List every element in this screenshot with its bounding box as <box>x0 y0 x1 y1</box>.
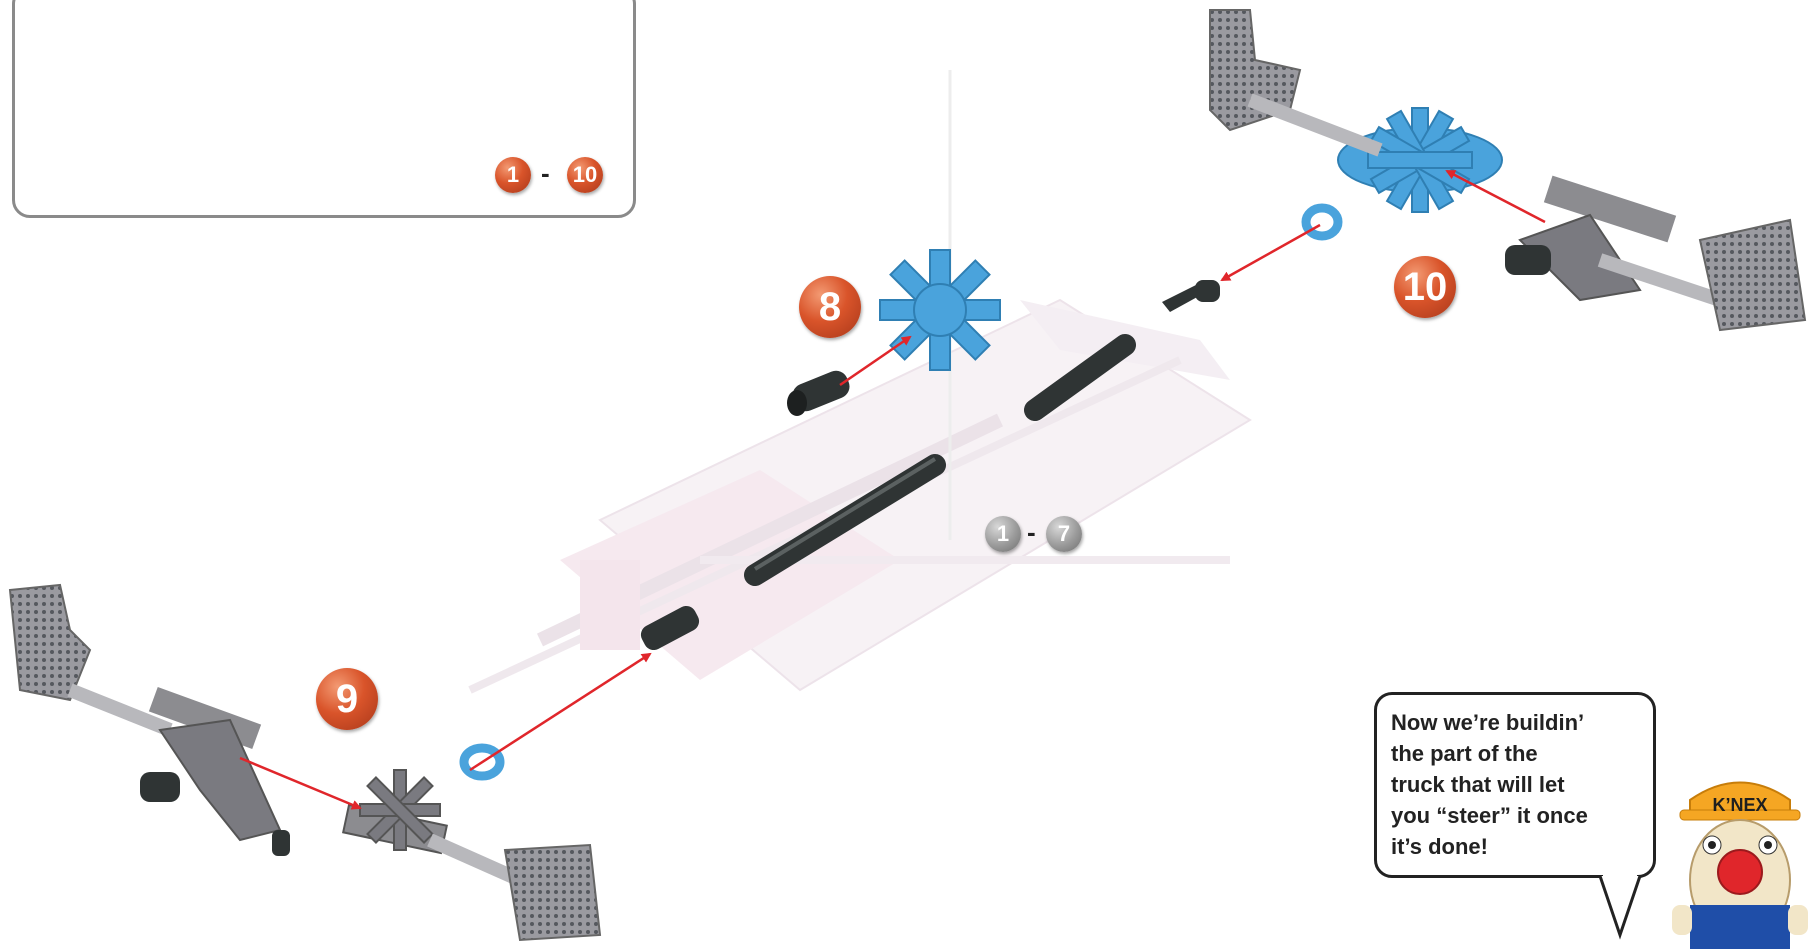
mascot-logo: K’NEX <box>1712 795 1767 815</box>
